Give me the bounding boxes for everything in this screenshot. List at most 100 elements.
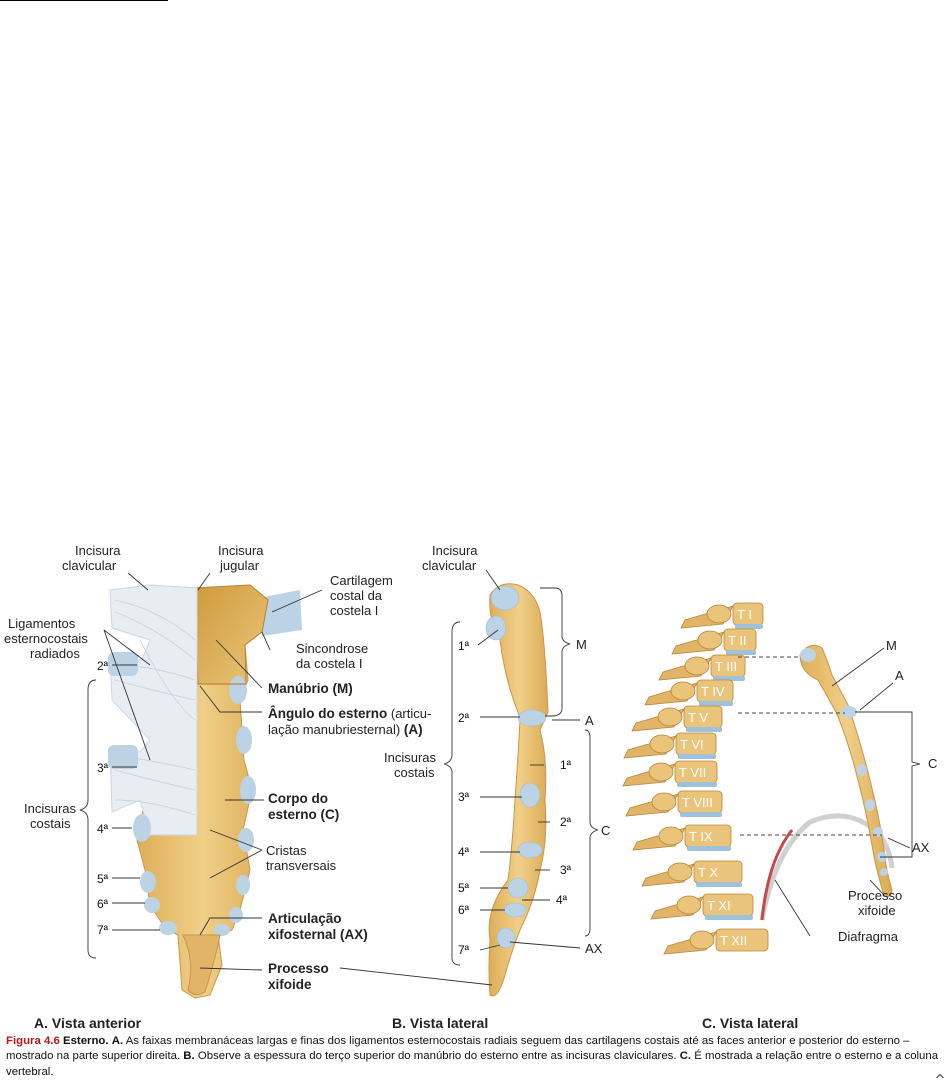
intervertebral-disc <box>699 701 733 706</box>
intervertebral-disc <box>687 846 731 851</box>
svg-text:4ª: 4ª <box>97 822 109 836</box>
bracket-incisuras-b <box>443 621 461 966</box>
vertebra-label: T VII <box>679 765 706 780</box>
intervertebral-disc <box>705 915 753 920</box>
vertebra-label: T X <box>698 865 718 880</box>
vertebra-process <box>658 826 684 846</box>
label-M-c: M <box>886 638 897 653</box>
bracket-M-b <box>540 587 571 717</box>
vertebra-label: T II <box>728 633 747 648</box>
label-A-c: A <box>895 668 904 683</box>
caption-figure-number: Figura 4.6 <box>6 1035 60 1047</box>
intervertebral-disc <box>677 782 717 787</box>
vertebra-process <box>689 930 715 950</box>
caption-title: Esterno. <box>62 1035 109 1047</box>
vertebra-label: T XII <box>720 933 747 948</box>
vertebra-label: T XI <box>707 898 731 913</box>
svg-text:6ª: 6ª <box>97 897 109 911</box>
vertebra-process <box>670 681 696 701</box>
costal-cartilages-right <box>214 676 256 936</box>
svg-text:5ª: 5ª <box>458 881 470 895</box>
panel-a-title: A. Vista anterior <box>34 1015 142 1030</box>
label-manubrio: Manúbrio (M) <box>268 681 353 696</box>
svg-text:4ª: 4ª <box>556 893 568 907</box>
svg-text:7ª: 7ª <box>97 923 109 937</box>
vertebra-body <box>715 928 769 952</box>
caption-b-label: B. <box>183 1050 195 1063</box>
vertebra-process <box>676 895 702 915</box>
caption-b-text: Observe a espessura do terço superior do… <box>197 1050 677 1063</box>
vertebra-process <box>657 707 683 727</box>
svg-text:3ª: 3ª <box>458 790 470 804</box>
intervertebral-disc <box>686 727 722 732</box>
vertebra-label: T VIII <box>682 795 713 810</box>
label-C-b: C <box>601 823 610 838</box>
label-M-b: M <box>576 637 587 652</box>
vertebra-label: T VI <box>680 737 704 752</box>
svg-text:2ª: 2ª <box>458 711 470 725</box>
costal-cartilages-left <box>108 652 177 935</box>
notch-labels-b-left: 1ª 2ª 3ª 4ª 5ª 6ª 7ª <box>458 639 470 957</box>
svg-text:6ª: 6ª <box>458 903 470 917</box>
label-C-c: C <box>928 756 937 771</box>
vertebra-label: T I <box>737 607 752 622</box>
vertebra-process <box>667 862 693 882</box>
diaphragm-shape <box>759 813 895 921</box>
caption-a-label: A. <box>111 1035 124 1047</box>
panel-c-title: C. Vista lateral <box>702 1015 798 1030</box>
bracket-C-b <box>584 729 599 937</box>
vertebra-process <box>697 630 723 650</box>
cartilage-facets-b <box>485 585 547 949</box>
intervertebral-disc <box>696 882 742 887</box>
intervertebral-disc <box>726 650 756 655</box>
vertebra-process <box>651 792 677 812</box>
notch-labels-a: 2ª 3ª 4ª 5ª 6ª 7ª <box>97 659 109 937</box>
vertebra-label: T IX <box>689 829 713 844</box>
svg-text:1ª: 1ª <box>560 758 572 772</box>
intervertebral-disc <box>735 624 763 629</box>
bracket-incisuras-a <box>79 679 97 959</box>
svg-text:3ª: 3ª <box>560 863 572 877</box>
intervertebral-disc <box>678 754 716 759</box>
svg-text:2ª: 2ª <box>97 659 109 673</box>
label-diafragma: Diafragma <box>838 929 899 944</box>
vertebra-label: T III <box>715 659 737 674</box>
svg-text:7ª: 7ª <box>458 943 470 957</box>
figure-caption: Figura 4.6 Esterno. A. As faixas membran… <box>6 1034 941 1080</box>
xiphoid-shape <box>182 934 221 996</box>
vertebra-label: T IV <box>701 684 725 699</box>
caption-c-label: C. <box>679 1050 692 1063</box>
cartilage-facets-c <box>800 648 888 876</box>
label-A-b: A <box>585 713 594 728</box>
sternum-lateral-shape <box>488 583 549 997</box>
intervertebral-disc <box>680 812 722 817</box>
label-AX-b: AX <box>585 941 603 956</box>
manubrium-shape <box>194 584 269 685</box>
vertebra-process <box>648 762 674 782</box>
scroll-to-top-icon[interactable]: ^ <box>934 1073 946 1088</box>
vertebra-process <box>706 604 732 624</box>
svg-text:1ª: 1ª <box>458 639 470 653</box>
label-angulo-esterno-line2: lação manubriesternal) (A) <box>268 722 423 737</box>
panel-b-title: B. Vista lateral <box>392 1015 488 1030</box>
caption-a-text: As faixas membranáceas largas e finas do… <box>6 1035 910 1063</box>
label-angulo-esterno: Ângulo do esterno (articu- <box>268 706 431 721</box>
svg-text:5ª: 5ª <box>97 872 109 886</box>
